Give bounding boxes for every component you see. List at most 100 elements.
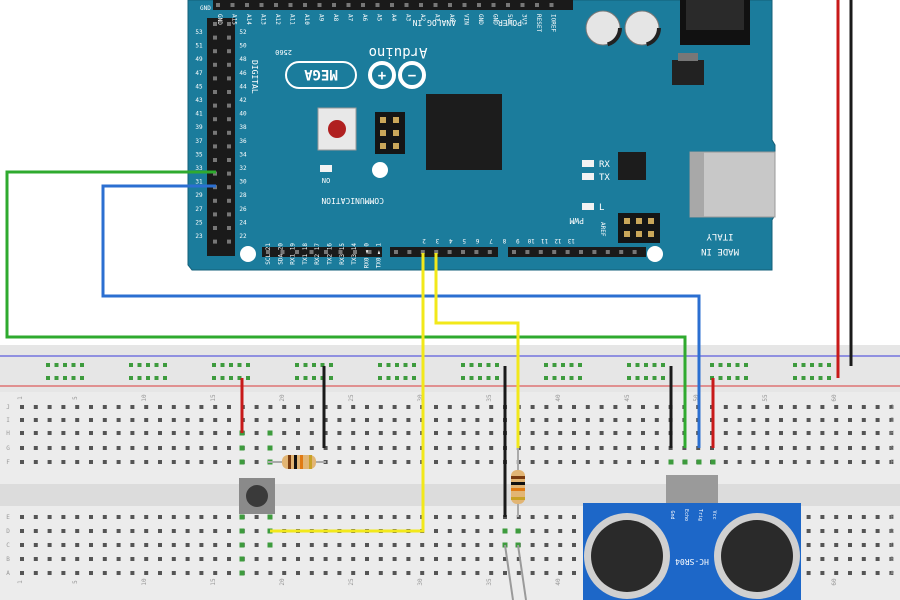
pin [324,250,328,254]
wire-yellow-2[interactable] [434,253,520,448]
header-pin-label: TX2 16 [327,243,334,265]
rail-hole [727,376,731,380]
grid-hole [75,431,80,435]
grid-hole [558,446,563,450]
header-pin-label: 42 [239,97,247,104]
grid-hole [282,418,287,422]
pushbutton[interactable] [239,478,275,514]
grid-hole [199,571,204,575]
header-pin-label: A1 [434,14,441,22]
wire-blue[interactable] [101,184,701,448]
rail-hole [395,376,399,380]
pin [227,76,231,81]
grid-hole [254,543,259,547]
header-pin-label: 37 [195,138,203,145]
pin [332,3,336,7]
pin [565,250,570,254]
rail-hole [154,376,159,380]
grid-hole [33,405,38,409]
header-pin-label: 22 [239,233,247,240]
grid-hole [447,460,452,464]
grid-hole [282,446,287,450]
grid-hole [47,529,52,533]
grid-hole [61,571,66,575]
grid-hole [447,543,452,547]
grid-hole [171,460,176,464]
grid-hole [751,431,756,435]
led-tx [582,173,594,180]
grid-hole [406,418,411,422]
pin [227,103,231,108]
row-letter: D [890,528,894,535]
grid-hole [102,431,107,435]
grid-hole [199,515,204,519]
pin [361,3,365,7]
grid-hole [889,529,894,533]
wire-green[interactable] [5,170,687,448]
grid-hole [585,446,590,450]
grid-hole [737,418,742,422]
rail-hole [378,363,382,367]
rail-hole [146,376,150,380]
grid-hole [779,460,783,464]
grid-hole [282,515,287,519]
grid-hole [875,571,880,575]
grid-hole [420,543,425,547]
grid-hole [599,446,604,450]
grid-hole [158,515,162,519]
grid-hole [365,557,369,561]
grid-hole [503,571,507,575]
grid-hole [102,571,107,575]
rail-hole [312,376,316,380]
pin [227,62,231,67]
grid-hole [434,515,438,519]
rail-hole [478,363,482,367]
rail-hole [818,376,823,380]
grid-hole [89,515,93,519]
grid-hole [20,446,24,450]
grid-hole [351,431,356,435]
connected-hole [267,430,273,436]
grid-hole [365,543,369,547]
rail-hole [661,363,665,367]
rail-hole [403,376,408,380]
grid-hole [378,515,383,519]
grid-hole [282,557,287,561]
grid-hole [75,571,80,575]
grid-hole [296,515,300,519]
grid-hole [475,557,480,561]
row-letter: F [6,459,10,466]
grid-hole [654,405,659,409]
rail-hole [793,376,797,380]
pin [549,3,554,7]
wire-yellow-1[interactable] [270,253,425,533]
header-pin-label: 52 [239,29,247,36]
grid-hole [323,543,328,547]
grid-hole [254,431,259,435]
grid-hole [820,446,825,450]
rail-hole [827,376,831,380]
grid-hole [434,557,438,561]
grid-hole [475,529,480,533]
grid-hole [558,529,563,533]
pin [552,250,557,254]
pin [213,226,217,230]
grid-hole [20,571,24,575]
pin [433,3,438,7]
grid-hole [420,571,425,575]
grid-hole [792,446,797,450]
grid-hole [185,529,190,533]
grid-hole [654,446,659,450]
grid-hole [806,557,811,561]
grid-hole [144,529,149,533]
grid-hole [337,543,342,547]
pin [227,35,231,40]
pin [245,3,249,7]
grid-hole [268,405,273,409]
header-pin-label: 29 [195,192,203,199]
grid-hole [806,460,811,464]
grid-hole [323,418,328,422]
grid-hole [572,515,576,519]
rail-hole [295,376,299,380]
header-pin-label: 48 [239,56,247,63]
